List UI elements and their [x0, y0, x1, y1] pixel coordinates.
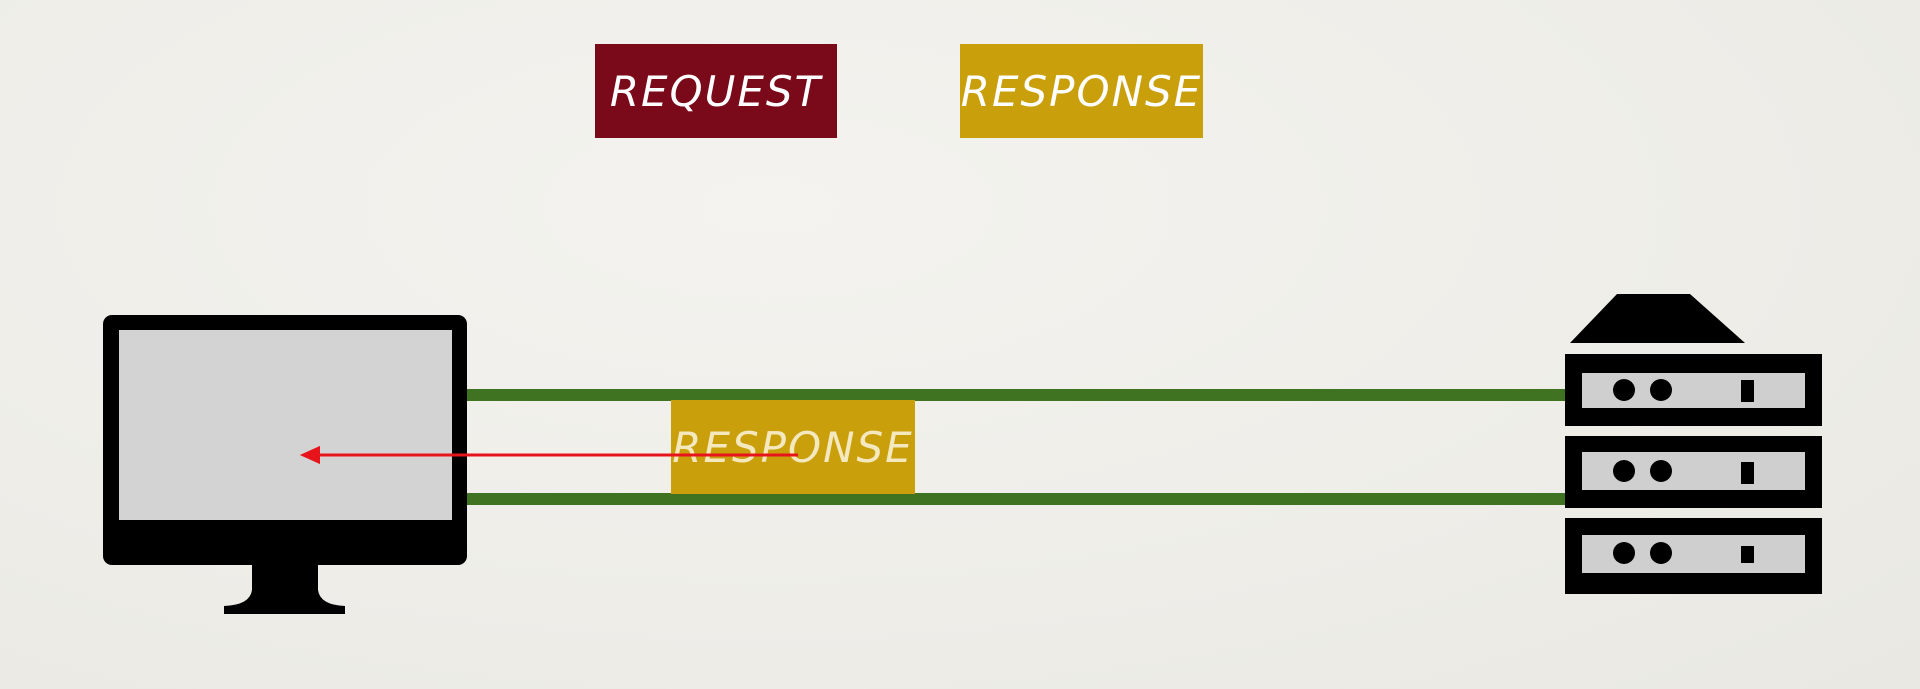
server-unit-2-led-b [1650, 460, 1672, 482]
server-unit-3-led-a [1613, 542, 1635, 564]
monitor-stand [224, 565, 345, 614]
server-unit-1-slot [1741, 380, 1754, 402]
response-packet-box [671, 400, 915, 494]
legend-request-label: REQUEST [609, 66, 823, 116]
legend-response-box [960, 44, 1203, 138]
server-unit-3-slot [1741, 546, 1754, 563]
wire-top [465, 389, 1575, 401]
response-packet-label: RESPONSE [672, 422, 914, 472]
legend-response-label: RESPONSE [960, 66, 1203, 116]
monitor-screen [119, 330, 452, 520]
legend-request-box [595, 44, 837, 138]
server-unit-3-led-b [1650, 542, 1672, 564]
server-unit-1-led-b [1650, 379, 1672, 401]
server-unit-1-led-a [1613, 379, 1635, 401]
server-roof [1570, 294, 1745, 343]
desktop-monitor-icon [103, 315, 467, 614]
server-unit-2-led-a [1613, 460, 1635, 482]
wire-bottom [465, 493, 1575, 505]
server-unit-2-slot [1741, 462, 1754, 484]
server-rack-icon [1565, 294, 1822, 594]
